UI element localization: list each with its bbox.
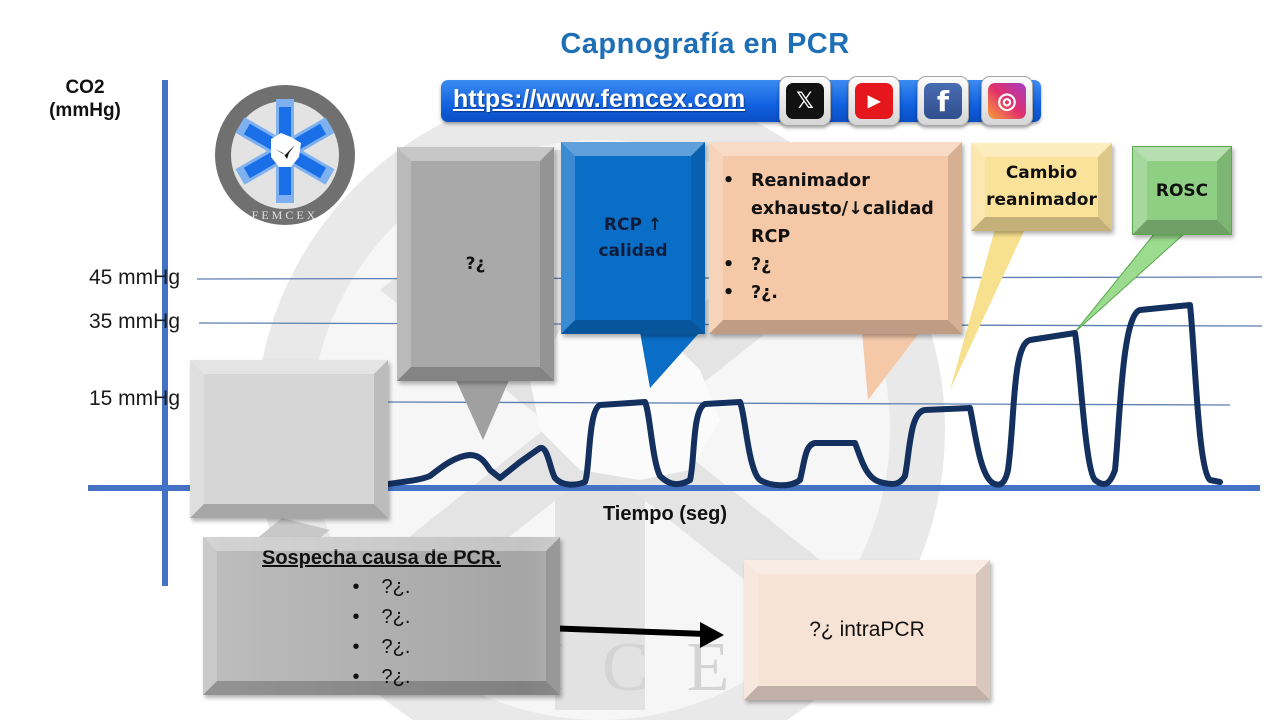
list-item: ?¿ [723,251,962,279]
rcp-quality-callout: RCP ↑ calidad [561,142,705,334]
list-item: ?¿. [723,279,962,307]
list-item: ?¿. [353,662,411,692]
gridline-15 [387,401,1231,406]
rosc-text: ROSC [1155,180,1209,201]
tick-35: 35 mmHg [88,310,180,333]
gray-callout-text: ?¿ [465,254,486,274]
suspected-cause-box: Sospecha causa de PCR. ?¿. ?¿. ?¿. ?¿. [203,537,560,695]
suspected-cause-title: Sospecha causa de PCR. [262,547,501,569]
page-title: Capnografía en PCR [560,28,850,60]
instagram-icon: ◎ [988,83,1026,119]
youtube-icon: ▶ [855,83,893,119]
arrow-head [700,622,724,648]
tick-15: 15 mmHg [88,387,180,410]
youtube-button[interactable]: ▶ [848,76,900,126]
green-callout-tail [1074,232,1187,333]
x-icon: 𝕏 [786,83,824,119]
list-item: ?¿. [353,602,411,632]
blank-callout [190,360,388,518]
femcex-logo: FEMCEX [215,85,355,225]
list-item: ?¿. [353,632,411,662]
y-axis-label-line2: (mmHg) [49,100,121,121]
rescuer-change-line1: Cambio [1005,163,1078,183]
x-button[interactable]: 𝕏 [779,76,831,126]
rosc-callout: ROSC [1132,146,1232,235]
exhausted-rescuer-callout: Reanimador exhausto/↓calidad RCP ?¿ ?¿. [709,142,962,334]
facebook-icon: f [924,83,962,119]
yellow-callout-tail [950,229,1025,390]
instagram-button[interactable]: ◎ [981,76,1033,126]
y-axis-label-line1: CO2 [65,77,105,98]
intra-pcr-text: ?¿ intraPCR [809,618,925,641]
suspected-cause-list: ?¿. ?¿. ?¿. ?¿. [353,572,411,692]
rescuer-change-line2: reanimador [986,190,1097,210]
exhausted-rescuer-list: Reanimador exhausto/↓calidad RCP ?¿ ?¿. [723,167,962,307]
url-banner: https://www.femcex.com 𝕏 ▶ f ◎ [441,76,1041,126]
rescuer-change-callout: Cambio reanimador [971,143,1112,231]
y-axis-label: CO2 (mmHg) [30,76,140,122]
facebook-button[interactable]: f [917,76,969,126]
x-axis-label: Tiempo (seg) [602,503,728,525]
svg-text:FEMCEX: FEMCEX [252,208,319,222]
gray-callout: ?¿ [397,147,554,381]
peach-callout-tail [862,332,920,400]
co2-waveform [385,302,1223,489]
intra-pcr-box: ?¿ intraPCR [744,560,990,700]
rcp-quality-line2: calidad [598,241,668,261]
rcp-quality-line1: RCP ↑ [603,215,663,235]
list-item: Reanimador exhausto/↓calidad RCP [723,167,962,251]
gray-callout-tail [455,378,510,440]
list-item: ?¿. [353,572,411,602]
tick-45: 45 mmHg [88,266,180,289]
blue-callout-tail [640,332,700,388]
website-link[interactable]: https://www.femcex.com [453,85,746,113]
